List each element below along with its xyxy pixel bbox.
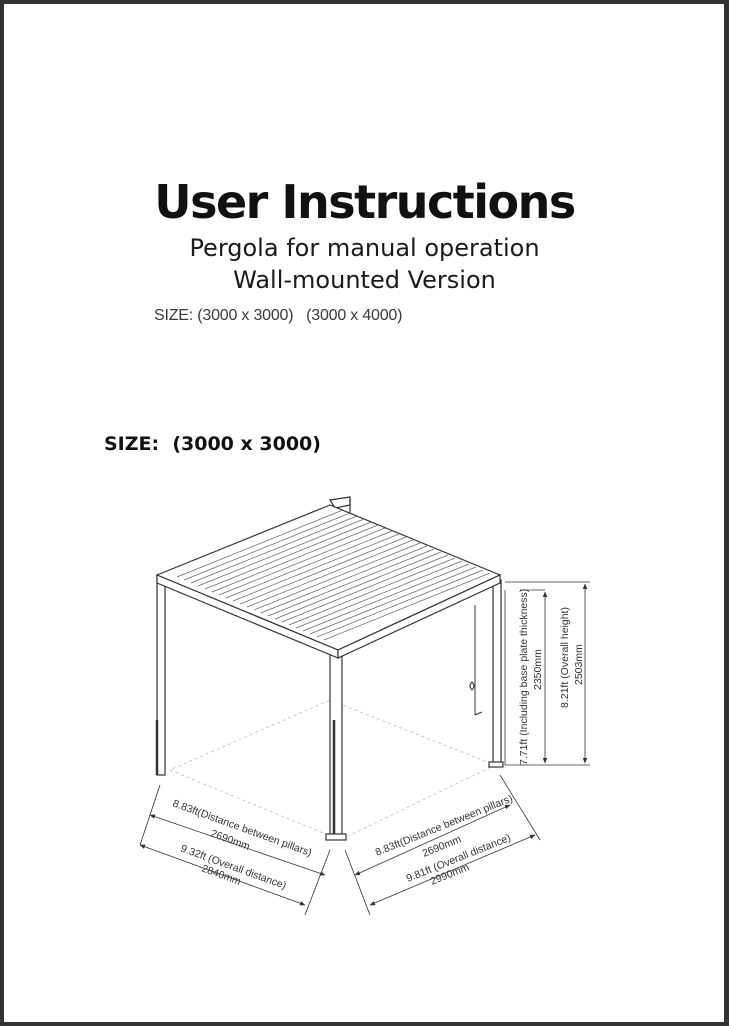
- roof-frame: [155, 504, 502, 659]
- crank-handle: [469, 605, 483, 716]
- left-width-dimensions: [139, 784, 331, 916]
- height-including-base-ft: 7.71ft (Including base plate thickness): [518, 589, 530, 765]
- document-subtitle-operation: Pergola for manual operation: [189, 234, 540, 262]
- section-heading-size: SIZE: (3000 x 3000): [104, 433, 321, 455]
- height-dimensions: [504, 581, 590, 766]
- height-including-base-mm: 2350mm: [532, 649, 544, 690]
- right-width-dimensions: [344, 774, 541, 916]
- overall-height-ft: 8.21ft (Overall height): [559, 607, 571, 708]
- right-pillar: [488, 579, 504, 768]
- roof-louvers: [176, 509, 491, 641]
- front-pillar: [325, 647, 347, 841]
- left-pillar: [155, 574, 166, 776]
- document-title: User Instructions: [154, 175, 576, 229]
- document-subtitle-version: Wall-mounted Version: [233, 266, 496, 294]
- size-options: SIZE: (3000 x 3000) (3000 x 4000): [154, 307, 403, 324]
- overall-height-mm: 2503mm: [573, 644, 585, 685]
